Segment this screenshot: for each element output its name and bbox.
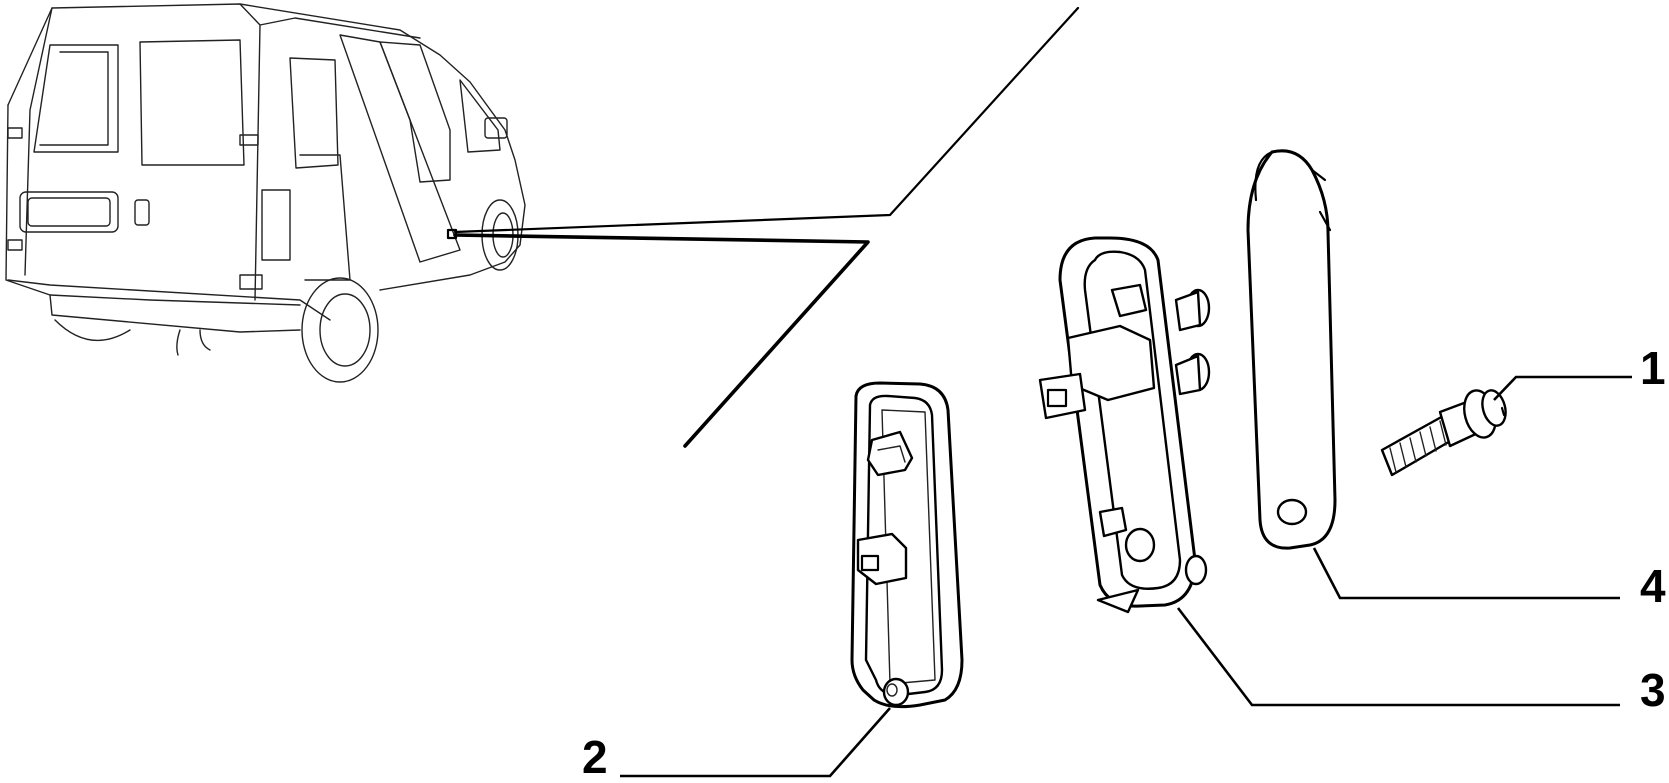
callout-3: 3: [1640, 664, 1666, 716]
callout-4: 4: [1640, 560, 1666, 612]
part-2-lamp-lens: [850, 381, 964, 709]
part-3-lamp-holder: [1038, 236, 1211, 614]
leader-1: [1493, 375, 1632, 401]
callout-1: 1: [1640, 342, 1666, 394]
callout-leaders: [620, 375, 1632, 778]
leader-3: [1176, 607, 1620, 707]
part-4-cover-plate: [1246, 149, 1337, 550]
part-1-screw: [1380, 389, 1507, 477]
leader-2: [620, 707, 891, 778]
callout-2: 2: [582, 731, 608, 783]
detail-leader-lines: [453, 6, 1080, 448]
leader-4: [1312, 547, 1620, 600]
van-illustration: [5, 3, 526, 383]
